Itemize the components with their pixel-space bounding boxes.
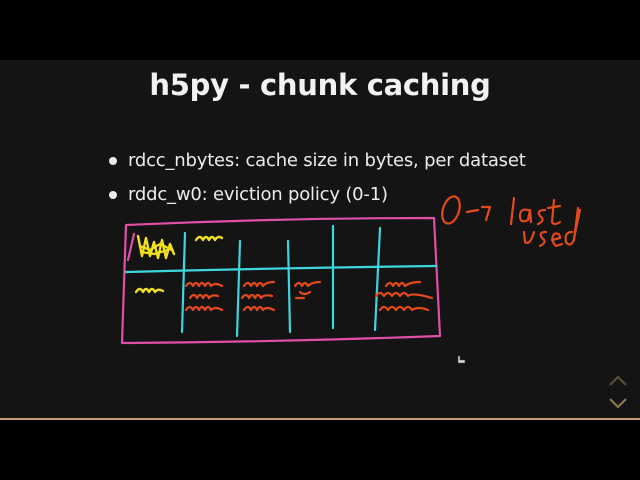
bullet-text: rdcc_nbytes: cache size in bytes, per da… [128, 150, 526, 171]
slide-navigation [606, 372, 630, 416]
previous-slide-button[interactable] [606, 372, 630, 390]
chevron-up-icon [609, 375, 627, 386]
presentation-slide: h5py - chunk caching rdcc_nbytes: cache … [0, 60, 640, 418]
bullet-item: rddc_w0: eviction policy (0-1) [108, 182, 526, 216]
chevron-down-icon [609, 398, 627, 409]
orange-scribbles [184, 280, 434, 312]
next-slide-button[interactable] [606, 394, 630, 412]
bullet-text: rddc_w0: eviction policy (0-1) [128, 184, 388, 205]
pointer-cursor-icon [456, 350, 466, 364]
cache-outline [120, 216, 442, 345]
slide-progress-bar [0, 418, 640, 420]
slide-title: h5py - chunk caching [149, 68, 491, 102]
bullet-list: rdcc_nbytes: cache size in bytes, per da… [108, 148, 526, 216]
bullet-item: rdcc_nbytes: cache size in bytes, per da… [108, 148, 526, 182]
bullet-dot-icon [109, 157, 117, 165]
cache-grid [124, 224, 438, 338]
yellow-scribbles [134, 234, 224, 294]
ink-annotation-layer [120, 195, 582, 345]
handwritten-note [441, 195, 582, 248]
bullet-dot-icon [109, 191, 117, 199]
